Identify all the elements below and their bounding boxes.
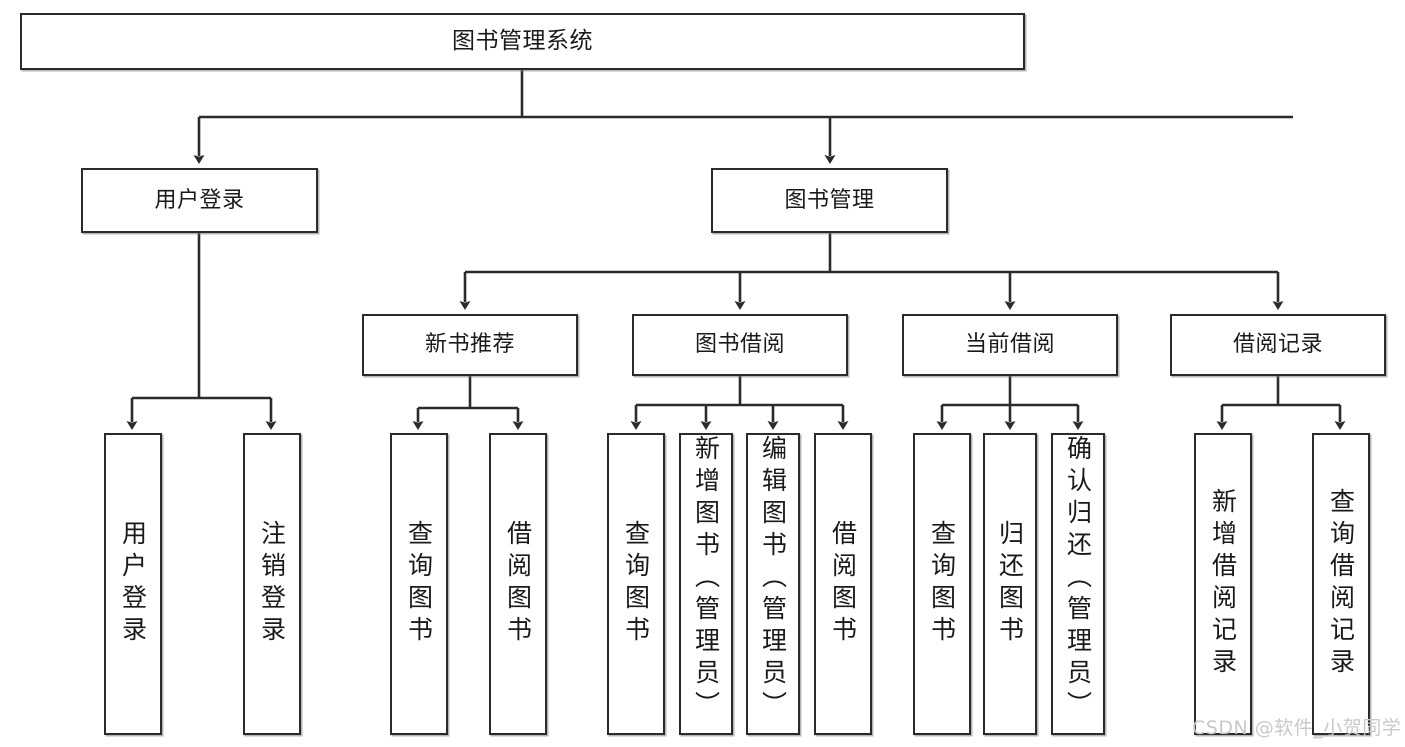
node-label: 新书推荐 xyxy=(424,332,515,358)
node-root-book-management-system[interactable]: 图书管理系统 xyxy=(20,13,1025,70)
node-leaf-edit-book[interactable]: 编辑图书（管理员） xyxy=(746,433,800,735)
node-label: 图书借阅 xyxy=(694,332,785,358)
node-label: 查询图书 xyxy=(927,520,957,648)
node-borrow-record[interactable]: 借阅记录 xyxy=(1170,314,1386,376)
node-leaf-query-book-3[interactable]: 查询图书 xyxy=(913,433,971,735)
node-label: 用户登录 xyxy=(118,520,148,648)
node-label: 当前借阅 xyxy=(964,332,1055,358)
node-label: 查询图书 xyxy=(621,520,651,648)
node-leaf-user-login[interactable]: 用户登录 xyxy=(104,433,162,735)
node-label: 查询借阅记录 xyxy=(1326,488,1356,680)
node-label: 新增借阅记录 xyxy=(1208,488,1238,680)
node-current-borrow[interactable]: 当前借阅 xyxy=(902,314,1118,376)
node-leaf-logout[interactable]: 注销登录 xyxy=(243,433,301,735)
node-leaf-return-book[interactable]: 归还图书 xyxy=(983,433,1037,735)
node-label: 借阅记录 xyxy=(1232,332,1323,358)
csdn-watermark: CSDN @软件_小贺同学 xyxy=(1192,717,1402,739)
node-label: 编辑图书（管理员） xyxy=(758,435,788,723)
node-leaf-add-record[interactable]: 新增借阅记录 xyxy=(1194,433,1252,735)
node-leaf-query-record[interactable]: 查询借阅记录 xyxy=(1312,433,1370,735)
node-label: 新增图书（管理员） xyxy=(691,435,721,723)
node-leaf-confirm-return[interactable]: 确认归还（管理员） xyxy=(1051,433,1105,735)
node-leaf-borrow-book-1[interactable]: 借阅图书 xyxy=(489,433,547,735)
node-leaf-borrow-book-2[interactable]: 借阅图书 xyxy=(814,433,872,735)
node-user-login[interactable]: 用户登录 xyxy=(81,168,318,233)
node-new-book-recommend[interactable]: 新书推荐 xyxy=(362,314,578,376)
node-label: 归还图书 xyxy=(995,520,1025,648)
node-label: 查询图书 xyxy=(404,520,434,648)
node-label: 借阅图书 xyxy=(828,520,858,648)
node-label: 图书管理系统 xyxy=(452,28,593,55)
node-label: 确认归还（管理员） xyxy=(1063,435,1093,723)
node-label: 图书管理 xyxy=(784,187,875,213)
node-book-borrow[interactable]: 图书借阅 xyxy=(632,314,848,376)
node-leaf-query-book-2[interactable]: 查询图书 xyxy=(607,433,665,735)
node-label: 借阅图书 xyxy=(503,520,533,648)
node-leaf-query-book-1[interactable]: 查询图书 xyxy=(390,433,448,735)
node-label: 用户登录 xyxy=(154,187,245,213)
node-book-management[interactable]: 图书管理 xyxy=(711,168,948,233)
node-label: 注销登录 xyxy=(257,520,287,648)
node-leaf-add-book[interactable]: 新增图书（管理员） xyxy=(679,433,733,735)
